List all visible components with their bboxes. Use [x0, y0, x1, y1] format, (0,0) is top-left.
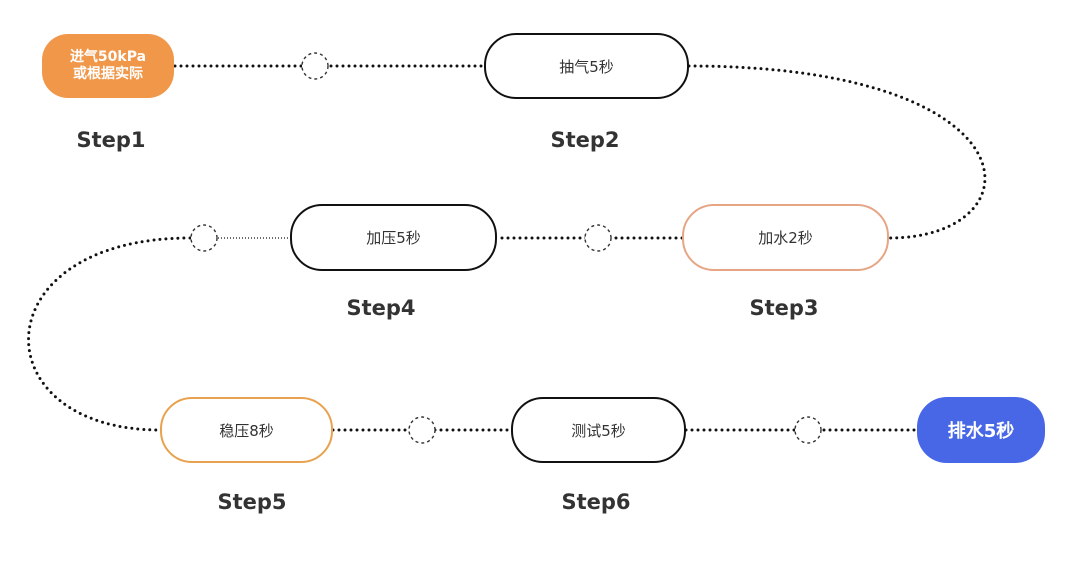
waypoint-circle-1 — [301, 52, 329, 80]
waypoint-circle-5 — [794, 416, 822, 444]
waypoint-circle-4 — [408, 416, 436, 444]
connector-step2-step3 — [687, 64, 987, 240]
connector-step4-curve-left — [27, 236, 192, 432]
waypoint-circle-3 — [190, 224, 218, 252]
step5-label: Step5 — [217, 490, 287, 514]
step6-label: Step6 — [561, 490, 631, 514]
step2-node: 抽气5秒 — [484, 33, 689, 99]
start-node: 进气50kPa 或根据实际 — [42, 34, 174, 98]
step3-node: 加水2秒 — [682, 204, 889, 271]
step5-node: 稳压8秒 — [160, 397, 333, 463]
waypoint-circle-2 — [584, 224, 612, 252]
start-node-line1: 进气50kPa — [69, 49, 147, 65]
step6-node: 测试5秒 — [511, 397, 686, 463]
step2-label: Step2 — [550, 128, 620, 152]
end-node: 排水5秒 — [917, 397, 1045, 463]
step4-node: 加压5秒 — [290, 204, 497, 271]
step1-label: Step1 — [76, 128, 146, 152]
step3-label: Step3 — [749, 296, 819, 320]
start-node-line2: 或根据实际 — [73, 66, 143, 82]
step4-label: Step4 — [346, 296, 416, 320]
